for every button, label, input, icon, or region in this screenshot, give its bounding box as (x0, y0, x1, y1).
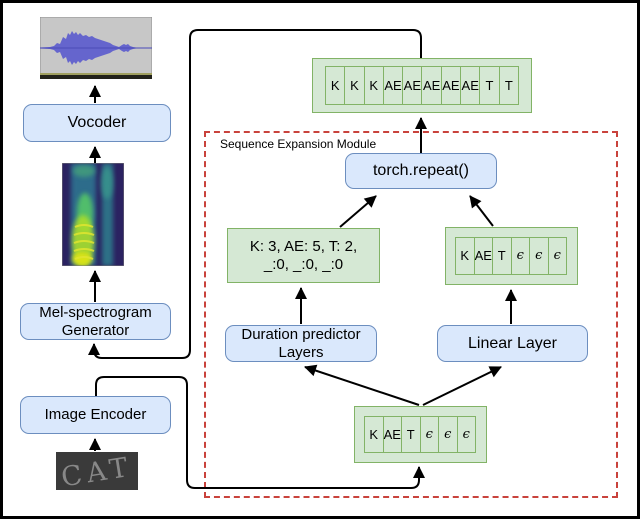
token-cell: ϵ (456, 416, 476, 453)
mel-spectrogram-image (61, 162, 125, 267)
mel-spectrogram-generator-node: Mel-spectrogram Generator (20, 303, 171, 340)
waveform-graphic (39, 16, 153, 80)
arrow-midseq-to-torchrepeat (469, 195, 494, 227)
torch-repeat-node: torch.repeat() (345, 153, 497, 189)
token-cell: AE (473, 237, 493, 275)
spectrogram-graphic (61, 162, 125, 267)
token-cell: AE (402, 66, 423, 105)
arrow-inputseq-to-durationpred (304, 364, 420, 406)
token-cell: T (401, 416, 421, 453)
durations-line2: _:0, _:0, _:0 (263, 255, 344, 273)
arrow-inputseq-to-linear (422, 366, 502, 406)
token-cell: AE (421, 66, 442, 105)
token-cell: K (364, 416, 384, 453)
arrow-expandedseq-to-melgen (88, 29, 422, 359)
module-title: Sequence Expansion Module (220, 137, 377, 151)
vocoder-node: Vocoder (23, 104, 171, 142)
predicted-durations-node: K: 3, AE: 5, T: 2, _:0, _:0, _:0 (227, 228, 380, 283)
token-cell: ϵ (419, 416, 439, 453)
token-cell: K (344, 66, 365, 105)
token-cell: AE (382, 416, 402, 453)
sequence-expansion-module-region: Sequence Expansion Module (204, 131, 618, 498)
token-cell: T (498, 66, 519, 105)
linear-layer-node: Linear Layer (437, 325, 588, 362)
cat-input-image: CAT (56, 452, 138, 490)
image-encoder-node: Image Encoder (20, 396, 171, 434)
audio-waveform-image (39, 16, 153, 80)
arrow-durations-to-torchrepeat (339, 195, 377, 228)
token-cell: AE (460, 66, 481, 105)
token-cell: ϵ (510, 237, 530, 275)
token-cell: ϵ (529, 237, 549, 275)
token-cell: ϵ (438, 416, 458, 453)
cat-image-text: CAT (59, 452, 135, 490)
token-cell: ϵ (547, 237, 567, 275)
token-cell: K (455, 237, 475, 275)
token-cell: T (479, 66, 500, 105)
duration-predictor-node: Duration predictor Layers (225, 325, 377, 362)
token-cell: K (325, 66, 346, 105)
token-cell: AE (440, 66, 462, 105)
token-cell: T (492, 237, 512, 275)
token-cell: AE (382, 66, 404, 105)
token-cell: K (363, 66, 384, 105)
durations-line1: K: 3, AE: 5, T: 2, (249, 237, 358, 255)
arrow-encoder-to-inputseq (95, 376, 425, 489)
